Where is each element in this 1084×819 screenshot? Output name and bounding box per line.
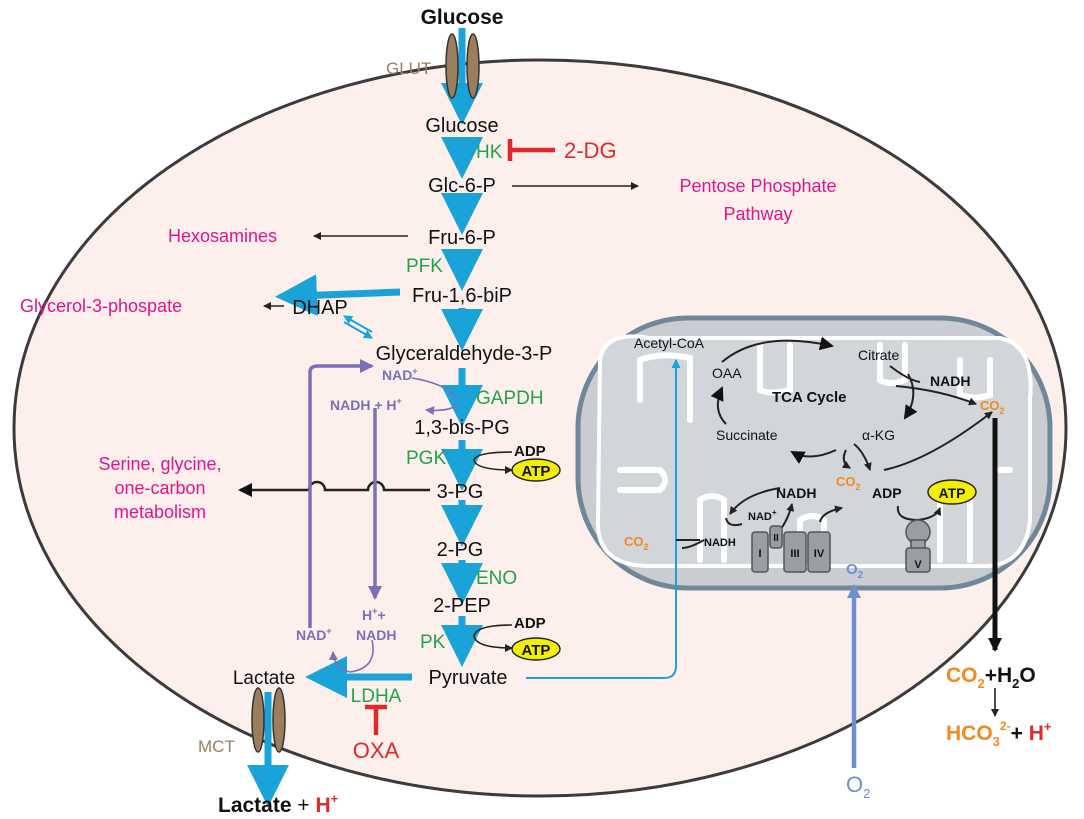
mito-co2-mid: CO2 <box>836 474 861 492</box>
h-plus-nadh-line2: NADH <box>356 627 396 643</box>
atp-badge-pgk <box>511 458 561 482</box>
metabolite-g3p: Glyceraldehyde-3-P <box>376 343 553 365</box>
mito-nadh-top: NADH <box>930 373 970 389</box>
complex-iii: III <box>790 548 799 560</box>
mct-transporter <box>251 687 286 753</box>
mito-akg: α-KG <box>862 427 895 443</box>
atp-pk: ATP <box>522 642 551 659</box>
serine-label-1: Serine, glycine, <box>98 454 221 474</box>
ppp-label-1: Pentose Phosphate <box>679 176 836 196</box>
complex-ii: II <box>773 533 779 544</box>
inhibitor-oxa <box>365 704 387 735</box>
mito-nad-plus: NAD+ <box>748 508 777 523</box>
glut-label: GLUT <box>386 59 431 78</box>
mitochondrion <box>575 315 1053 591</box>
metabolite-dhap: DHAP <box>292 297 348 319</box>
mito-oaa: OAA <box>712 365 742 381</box>
serine-label-2: one-carbon <box>114 478 205 498</box>
metabolite-pyruvate: Pyruvate <box>429 667 508 689</box>
metabolite-2pg: 2-PG <box>437 539 484 561</box>
mito-co2-left: CO2 <box>624 534 649 552</box>
glycerol3p-label: Glycerol-3-phospate <box>20 296 182 316</box>
metabolite-13bpg: 1,3-bis-PG <box>414 417 510 439</box>
h-plus-nadh-line1: H++ <box>362 606 386 623</box>
metabolite-fru6p: Fru-6-P <box>428 227 496 249</box>
glucose-extracellular: Glucose <box>421 6 504 29</box>
tca-arrows <box>676 336 993 549</box>
nad-bottom: NAD+ <box>296 626 332 643</box>
atp-badge-pk <box>511 637 561 661</box>
adp-pk: ADP <box>514 615 546 632</box>
mito-o2: O2 <box>846 561 864 581</box>
mito-tca-cycle: TCA Cycle <box>772 389 846 406</box>
mito-atp: ATP <box>939 485 966 501</box>
hexosamines-label: Hexosamines <box>168 226 277 246</box>
cell-membrane <box>12 58 1068 798</box>
nad-shuttle <box>308 359 459 673</box>
mct-label: MCT <box>198 737 235 756</box>
mito-nadh-mid: NADH <box>776 485 816 501</box>
enzyme-ldha: LDHA <box>351 686 402 707</box>
inhibitor-2dg <box>507 139 555 161</box>
metabolite-2pep: 2-PEP <box>433 595 491 617</box>
complex-v: V <box>914 559 922 571</box>
nad-top: NAD+ <box>382 366 418 383</box>
enzyme-hk: HK <box>476 142 503 163</box>
metabolite-3pg: 3-PG <box>437 481 484 503</box>
enzyme-gapdh: GAPDH <box>476 388 544 409</box>
metabolite-glc6p: Glc-6-P <box>428 175 496 197</box>
complex-i: I <box>758 548 761 560</box>
inhibitor-oxa-label: OXA <box>353 738 400 763</box>
mito-acetylcoa: Acetyl-CoA <box>634 335 705 351</box>
etc-complexes <box>751 519 931 573</box>
adp-pgk: ADP <box>514 443 546 460</box>
mito-adp: ADP <box>872 485 902 501</box>
enzyme-pgk: PGK <box>406 448 446 469</box>
atp-curves <box>473 451 513 652</box>
atp-badge-mito <box>927 479 977 505</box>
complex-iv: IV <box>814 548 825 560</box>
metabolite-fru16bip: Fru-1,6-biP <box>412 285 512 307</box>
mito-co2-right: CO2 <box>980 398 1005 416</box>
enzyme-eno: ENO <box>476 568 517 589</box>
glycolysis-arrows <box>247 28 483 807</box>
metabolite-glucose: Glucose <box>425 115 498 137</box>
mito-citrate: Citrate <box>858 347 899 363</box>
mito-nadh-low: NADH <box>704 537 736 549</box>
o2-bottom-label: O2 <box>846 772 870 801</box>
glut-transporter <box>445 33 480 99</box>
pyruvate-to-acetylcoa <box>526 359 681 679</box>
inhibitor-2dg-label: 2-DG <box>564 138 617 163</box>
nadh-h-top: NADH + H+ <box>330 396 402 413</box>
serine-label-3: metabolism <box>114 502 206 522</box>
metabolite-lactate: Lactate <box>233 668 295 689</box>
hco3-h-label: HCO32-+ H+ <box>946 719 1052 749</box>
lactate-extracellular: Lactate + H+ <box>218 791 339 817</box>
enzyme-pk: PK <box>420 632 446 653</box>
co2-h2o-label: CO2+H2O <box>946 664 1036 691</box>
dhap-g3p-exchange <box>343 315 373 339</box>
mito-succinate: Succinate <box>716 427 778 443</box>
enzyme-pfk: PFK <box>406 256 443 277</box>
ppp-label-2: Pathway <box>723 204 792 224</box>
atp-pgk: ATP <box>522 463 551 480</box>
